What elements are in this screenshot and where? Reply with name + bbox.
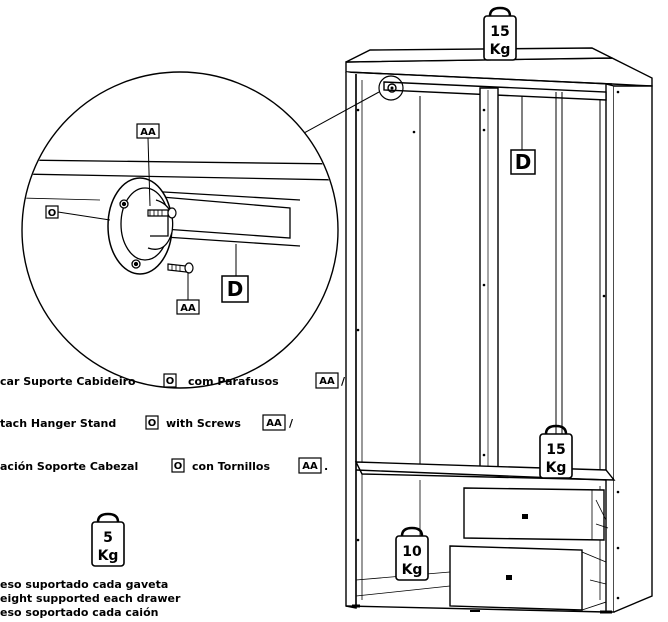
svg-text:10: 10 xyxy=(402,544,422,560)
detail-label-aa-top: AA xyxy=(136,123,160,207)
svg-text:/: / xyxy=(289,417,294,430)
svg-text:eight supported each drawer: eight supported each drawer xyxy=(0,592,181,605)
svg-text:Kg: Kg xyxy=(98,548,119,564)
detail-label-aa-bottom: AA xyxy=(176,272,200,315)
svg-text:AA: AA xyxy=(266,418,282,429)
svg-text:com Parafusos: com Parafusos xyxy=(188,375,279,388)
svg-text:Kg: Kg xyxy=(490,42,511,58)
rod-label: D xyxy=(515,150,532,174)
screw-upper xyxy=(147,207,177,219)
svg-text:O: O xyxy=(48,208,57,219)
svg-text:5: 5 xyxy=(103,530,113,546)
detail-label-o: O xyxy=(45,205,111,221)
detail-zoom xyxy=(21,71,339,389)
svg-text:O: O xyxy=(148,418,157,429)
svg-text:ación Soporte Cabezal: ación Soporte Cabezal xyxy=(0,460,138,473)
svg-text:con Tornillos: con Tornillos xyxy=(192,460,270,473)
svg-text:Kg: Kg xyxy=(546,460,567,476)
svg-text:15: 15 xyxy=(546,442,565,458)
screw-lower xyxy=(167,262,194,274)
svg-text:Kg: Kg xyxy=(402,562,423,578)
weight-icon-bottom: 10 Kg xyxy=(395,526,429,581)
screw-holes xyxy=(356,90,620,600)
svg-text:AA: AA xyxy=(180,303,196,314)
svg-text:D: D xyxy=(227,277,244,301)
detail-marker-circle xyxy=(378,75,404,101)
detail-label-d: D xyxy=(221,244,249,303)
svg-text:O: O xyxy=(166,376,175,387)
svg-text:eso soportado cada caión: eso soportado cada caión xyxy=(0,606,158,619)
weight-icon-drawer: 5 Kg xyxy=(91,512,125,567)
drawer-knob xyxy=(506,575,512,580)
drawer-knob xyxy=(522,514,528,519)
svg-text:car Suporte Cabideiro: car Suporte Cabideiro xyxy=(0,375,136,388)
svg-text:AA: AA xyxy=(140,127,156,138)
svg-text:/: / xyxy=(341,375,346,388)
svg-text:.: . xyxy=(324,460,328,473)
svg-text:15: 15 xyxy=(490,24,509,40)
instruction-es: ación Soporte Cabezal O con Tornillos AA… xyxy=(0,457,328,474)
svg-text:O: O xyxy=(174,461,183,472)
svg-text:tach Hanger Stand: tach Hanger Stand xyxy=(0,417,116,430)
rod-label-box xyxy=(510,149,536,175)
wardrobe xyxy=(345,47,653,614)
svg-text:AA: AA xyxy=(319,376,335,387)
svg-text:AA: AA xyxy=(302,461,318,472)
weight-icon-hanger: 15 Kg xyxy=(539,424,573,479)
instruction-pt: car Suporte Cabideiro O com Parafusos AA… xyxy=(0,372,346,389)
drawer-weight-note: eso suportado cada gaveta eight supporte… xyxy=(0,578,181,619)
svg-text:with Screws: with Screws xyxy=(166,417,241,430)
svg-text:eso suportado cada gaveta: eso suportado cada gaveta xyxy=(0,578,168,591)
weight-icon-top: 15 Kg xyxy=(483,6,517,61)
instruction-en: tach Hanger Stand O with Screws AA / xyxy=(0,414,294,431)
